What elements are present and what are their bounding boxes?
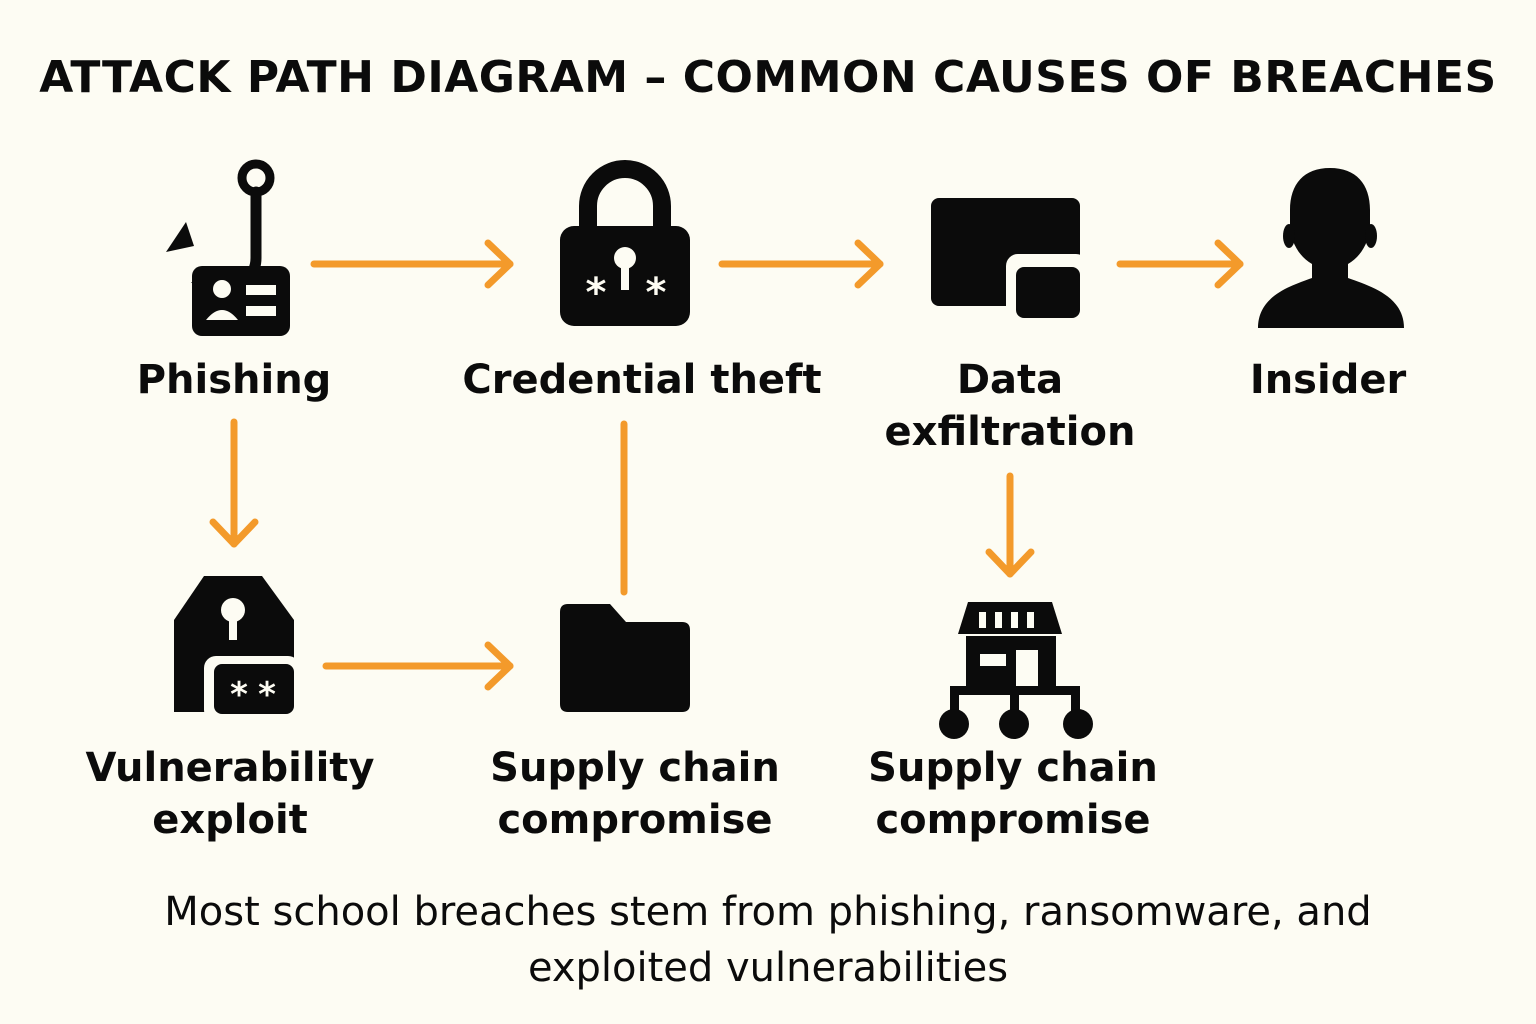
folder-icon <box>560 604 690 712</box>
svg-text:*: * <box>258 675 276 715</box>
label-data-exfiltration: Data exfiltration <box>884 357 1136 455</box>
padlock-icon: * * <box>560 160 690 326</box>
label-supply-chain-compromise-2: Supply chain compromise <box>868 745 1158 843</box>
house-keyhole-icon: * * <box>174 576 300 722</box>
arrow-vulnerability-exploit-to-supply-chain <box>322 641 514 691</box>
svg-text:*: * <box>230 675 248 715</box>
arrow-phishing-to-vulnerability-exploit <box>209 418 259 548</box>
arrow-data-exfiltration-to-supply-chain <box>985 472 1035 578</box>
label-supply-chain-compromise-1: Supply chain compromise <box>490 745 780 843</box>
arrow-data-exfiltration-to-insider <box>1116 239 1244 289</box>
label-vulnerability-exploit: Vulnerability exploit <box>85 745 375 843</box>
svg-text:*: * <box>646 270 667 316</box>
arrow-credential-theft-to-data-exfiltration <box>718 239 884 289</box>
device-window-icon <box>931 198 1088 324</box>
diagram-title: ATTACK PATH DIAGRAM – COMMON CAUSES OF B… <box>39 52 1497 103</box>
storefront-network-icon <box>939 602 1093 739</box>
diagram-caption: Most school breaches stem from phishing,… <box>164 889 1372 991</box>
fishhook-id-card-icon <box>166 159 290 336</box>
arrow-phishing-to-credential-theft <box>310 239 514 289</box>
label-phishing: Phishing <box>136 357 332 403</box>
svg-text:*: * <box>586 270 607 316</box>
person-silhouette-icon <box>1258 168 1404 328</box>
label-insider: Insider <box>1249 357 1407 403</box>
label-credential-theft: Credential theft <box>462 357 822 403</box>
